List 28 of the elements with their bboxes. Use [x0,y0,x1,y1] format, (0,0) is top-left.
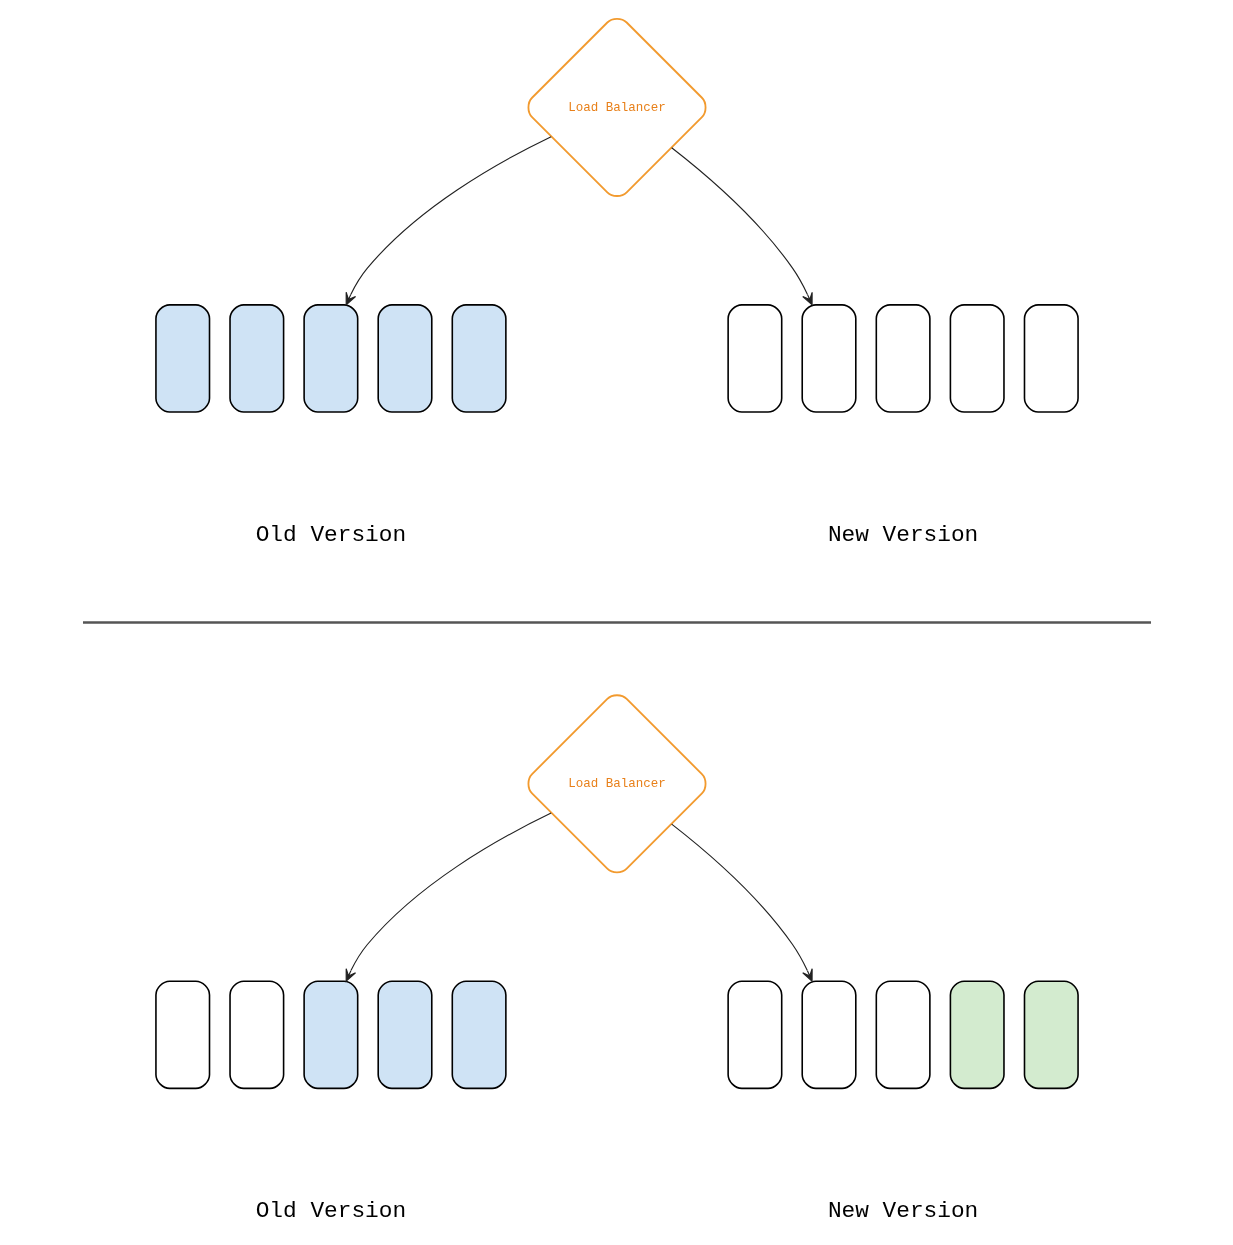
node-box [726,304,782,413]
node-box [451,304,507,413]
node-box [376,980,433,1090]
arrow [345,812,552,982]
label: New Version [827,1198,978,1225]
node-box [228,980,284,1090]
arrow [345,136,552,306]
label: Old Version [255,522,406,548]
node-box [376,304,433,413]
node-box [875,304,931,413]
node-box [1023,980,1079,1090]
node-box [726,980,782,1090]
node-box [302,304,358,413]
label: Old Version [255,1198,406,1225]
label: New Version [827,522,978,548]
node-box [154,980,210,1090]
arrow [670,823,813,982]
node-box [949,980,1005,1090]
node-box [949,304,1005,413]
node-box [451,980,507,1090]
arrow [670,147,813,306]
node-box [228,304,284,413]
node-box [800,980,857,1090]
node-box [154,304,210,413]
node-box [800,304,857,413]
node-box [302,980,358,1090]
node-box [1023,304,1079,413]
node-box [875,980,931,1090]
